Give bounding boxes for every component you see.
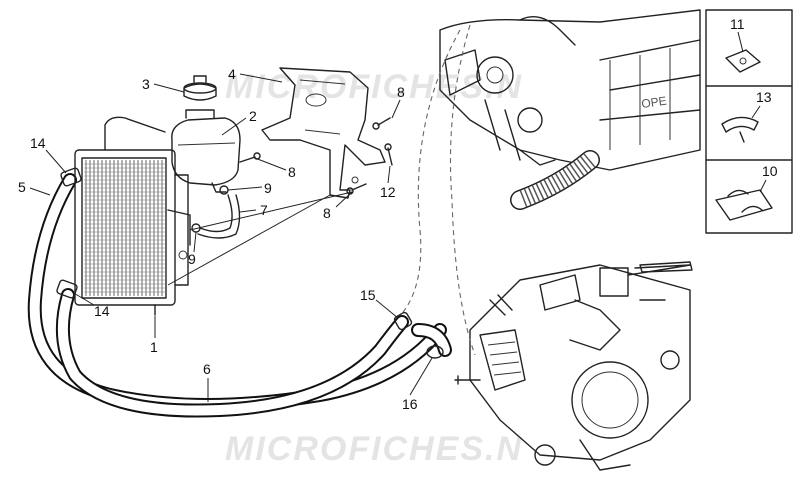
inset-panel: 11 13 10: [705, 9, 793, 234]
callout-3: 3: [142, 76, 150, 92]
callout-5: 5: [18, 179, 26, 195]
hose-5: [27, 173, 447, 412]
engine-top-illustration: OPE: [439, 9, 701, 210]
expansion-tank: [171, 109, 241, 193]
callout-labels: 1 2 3 4 5 6 7 8 8 8 9 9 12 14 14 15 16: [18, 66, 418, 412]
clamp-9-upper: [219, 185, 229, 195]
leader-lines: [29, 73, 433, 402]
screw-8-left: [239, 152, 261, 163]
hose-holder-10: [715, 179, 773, 221]
inset-callout-10: 10: [762, 163, 778, 179]
screw-8-top: [372, 117, 391, 130]
inset-callout-11: 11: [730, 16, 745, 32]
hose-clamp-15: [393, 311, 413, 331]
svg-text:OPE: OPE: [640, 94, 667, 111]
engine-bottom-illustration: [454, 261, 693, 471]
callout-16: 16: [402, 396, 418, 412]
callout-6: 6: [203, 361, 211, 377]
callout-8-bottom: 8: [323, 205, 331, 221]
dashed-leader-right: [449, 24, 476, 356]
breather-tube: [104, 116, 166, 151]
callout-9-lower: 9: [188, 251, 196, 267]
callout-14-upper: 14: [30, 135, 46, 151]
clip-nut-11: [725, 31, 761, 73]
hose-clamp-16: [426, 345, 444, 359]
callout-15: 15: [360, 287, 376, 303]
small-hose-7: [197, 194, 241, 239]
watermark-top: MICROFICHES.N: [225, 68, 523, 106]
inset-callout-13: 13: [756, 89, 772, 105]
callout-1: 1: [150, 339, 158, 355]
callout-2: 2: [249, 108, 257, 124]
expansion-tank-cap: [183, 75, 217, 101]
hose-clamp-14-upper: [60, 167, 82, 187]
callout-4: 4: [228, 66, 236, 82]
screw-12: [384, 143, 393, 166]
callout-14-lower: 14: [94, 303, 110, 319]
hose-clip-13: [721, 105, 761, 143]
hose-6: [55, 288, 409, 418]
callout-7: 7: [260, 202, 268, 218]
watermark-bottom: MICROFICHES.N: [225, 430, 523, 468]
callout-12: 12: [380, 184, 396, 200]
mounting-bracket: [261, 67, 386, 199]
callout-8-top: 8: [397, 84, 405, 100]
callout-9-upper: 9: [264, 180, 272, 196]
radiator: [74, 149, 191, 316]
engine-cable: [634, 264, 691, 301]
callout-8-left: 8: [288, 164, 296, 180]
